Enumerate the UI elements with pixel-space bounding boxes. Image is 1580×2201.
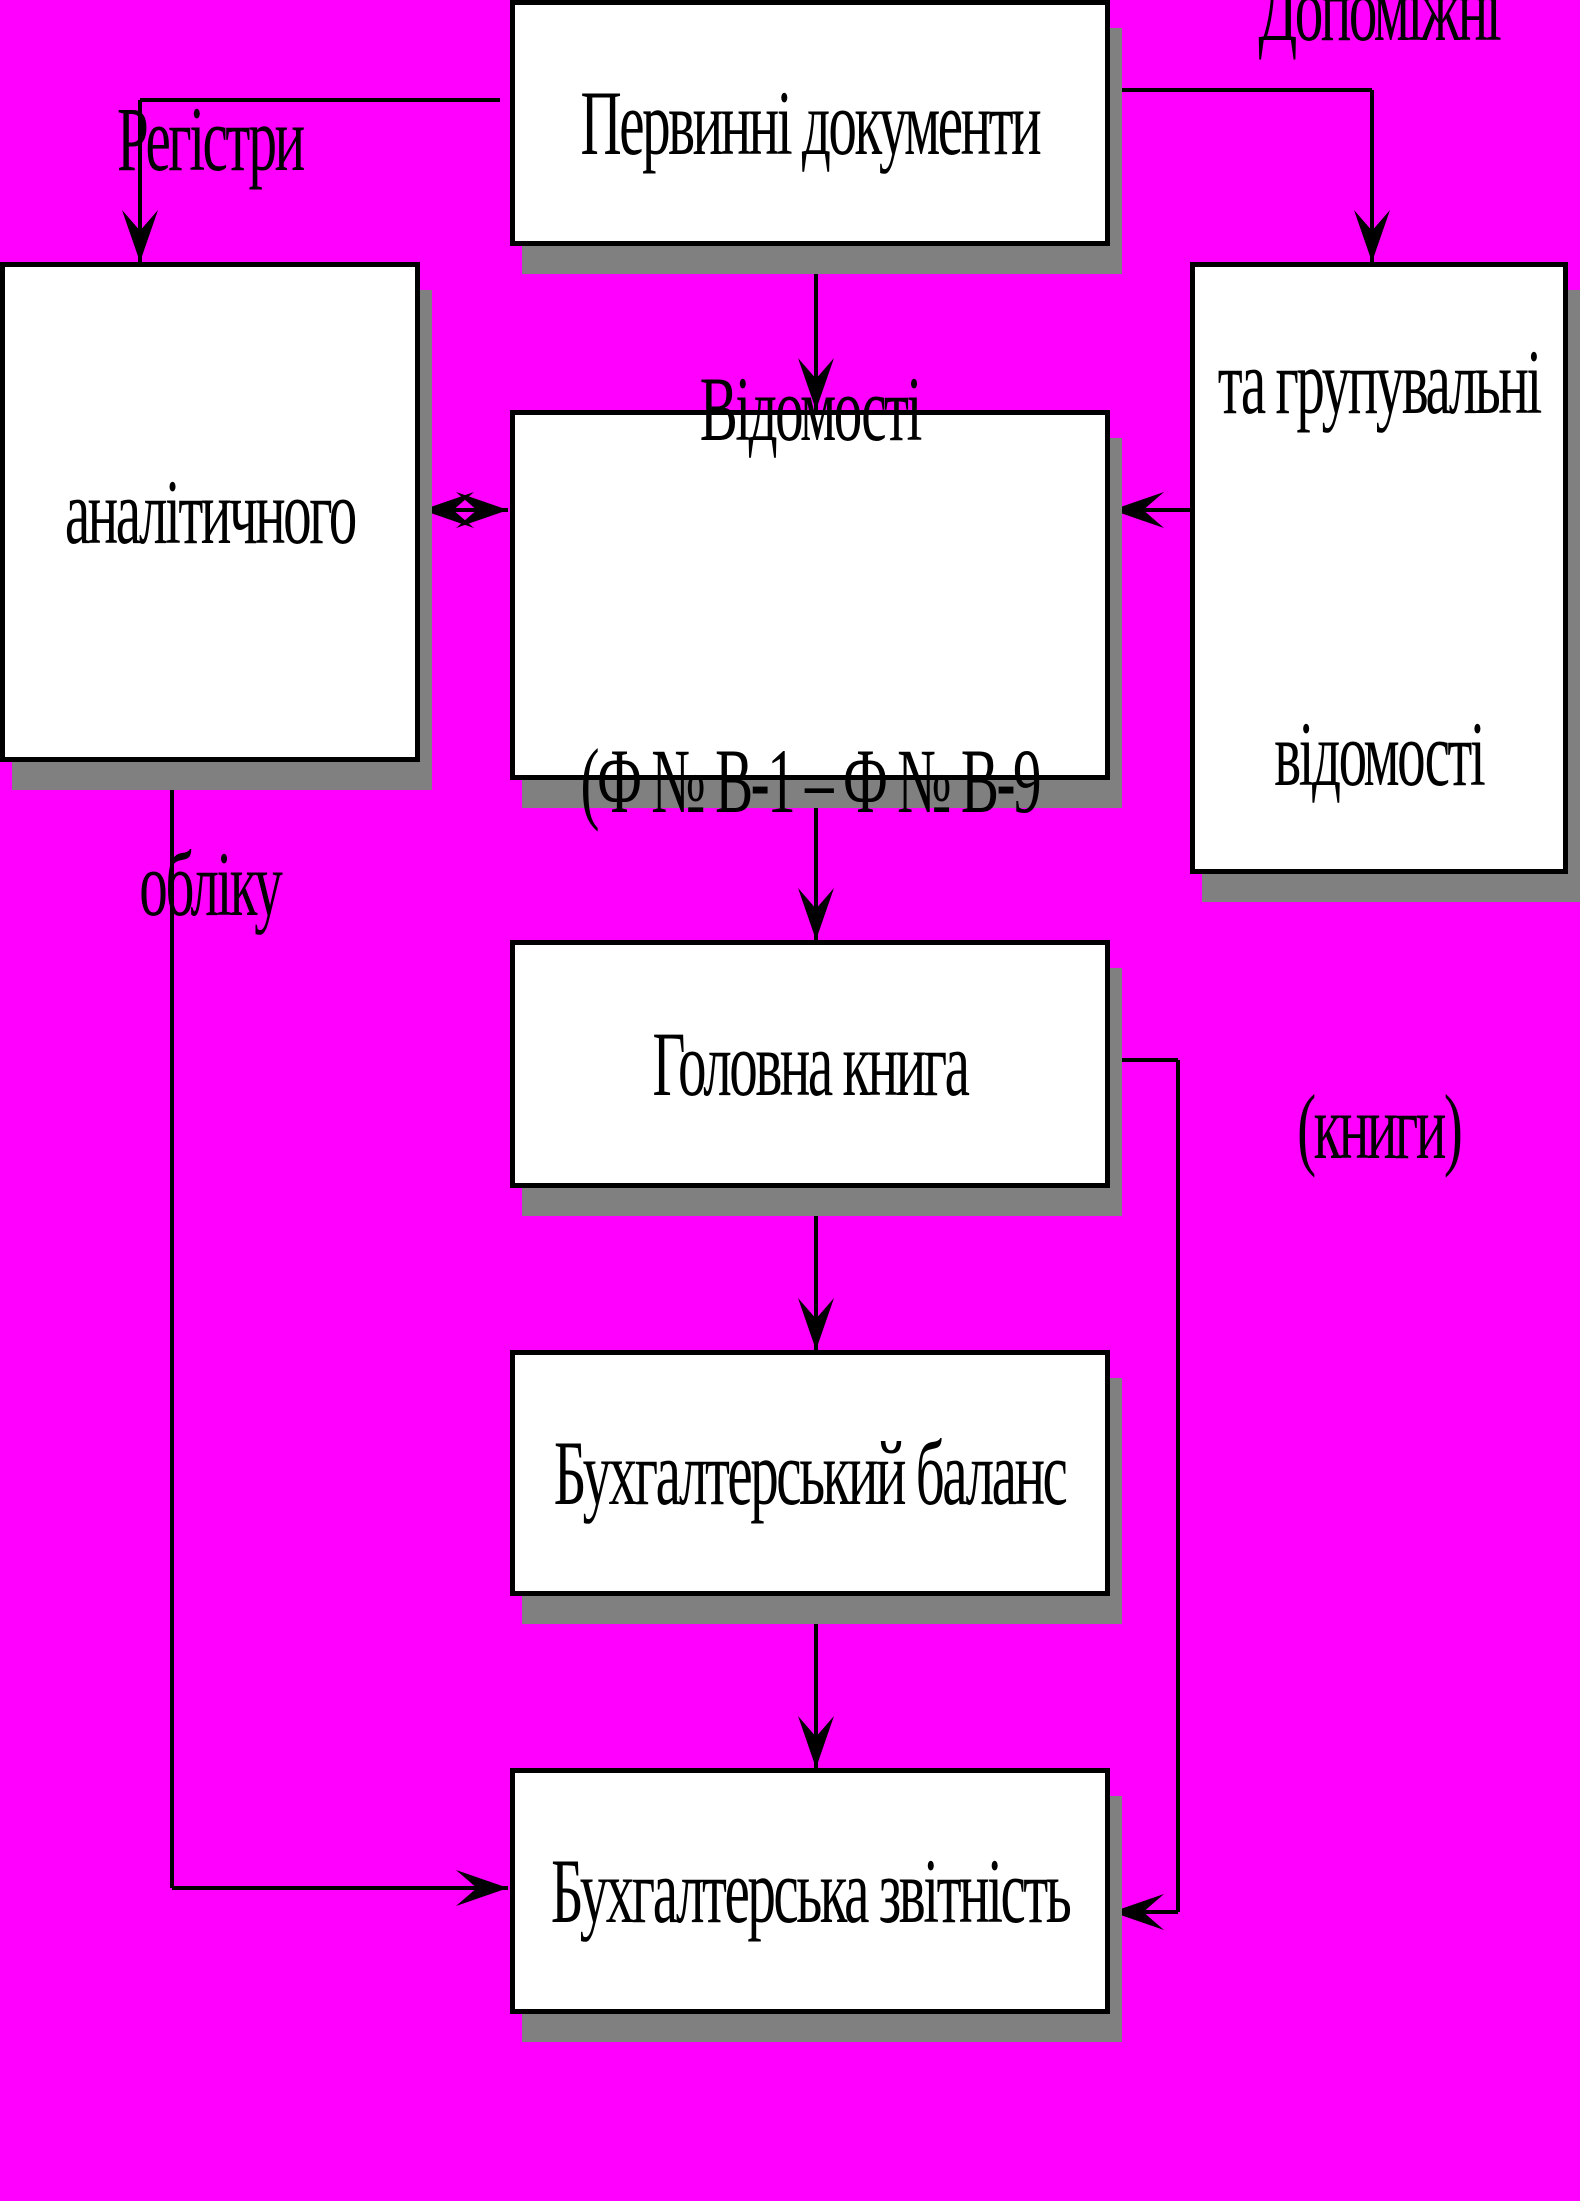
arrowhead bbox=[798, 358, 834, 410]
node-general-ledger-label: Головна книга bbox=[652, 754, 969, 1375]
node-line: (Ф № В-1 – Ф № В-9 bbox=[580, 730, 1042, 833]
node-line: обліку bbox=[139, 833, 283, 936]
node-line: Допоміжні bbox=[1258, 0, 1502, 61]
arrowhead bbox=[122, 210, 158, 262]
arrowhead bbox=[798, 1716, 834, 1768]
node-analytical-registers: Регістри аналітичного обліку bbox=[0, 88, 420, 935]
node-balance-sheet-label: Бухгалтерський баланс bbox=[554, 1163, 1068, 1784]
node-line: Первинні документи bbox=[580, 71, 1042, 174]
arrowhead bbox=[1112, 1894, 1164, 1930]
node-primary-documents: Первинні документи bbox=[510, 0, 1110, 246]
node-line: Бухгалтерська звітність bbox=[550, 1839, 1072, 1942]
node-line: Бухгалтерський баланс bbox=[554, 1421, 1068, 1524]
arrowhead bbox=[1112, 492, 1164, 528]
node-line: Відомості bbox=[699, 357, 923, 460]
arrowhead bbox=[456, 1870, 508, 1906]
arrowhead bbox=[798, 888, 834, 940]
node-statements: Відомості (Ф № В-1 – Ф № В-9 bbox=[510, 358, 1110, 832]
diagram-canvas: Первинні документи Регістри аналітичного… bbox=[0, 0, 1568, 2014]
node-balance-sheet: Бухгалтерський баланс bbox=[510, 1350, 1110, 1596]
node-auxiliary-statements: Допоміжні та групувальні відомості (книг… bbox=[1190, 0, 1568, 1178]
arrowhead bbox=[422, 492, 474, 528]
node-auxiliary-statements-label: Допоміжні та групувальні відомості (книг… bbox=[1217, 0, 1543, 1437]
node-analytical-registers-label: Регістри аналітичного обліку bbox=[65, 0, 357, 1195]
node-line: Головна книга bbox=[652, 1012, 969, 1115]
arrowhead bbox=[798, 1298, 834, 1350]
connectors-layer bbox=[122, 88, 1390, 1930]
arrowhead bbox=[1354, 210, 1390, 262]
node-line: відомості bbox=[1274, 703, 1486, 806]
arrowhead bbox=[456, 492, 508, 528]
node-financial-reporting-label: Бухгалтерська звітність bbox=[550, 1581, 1072, 2201]
node-general-ledger: Головна книга bbox=[510, 940, 1110, 1188]
node-line: та групувальні bbox=[1217, 330, 1543, 433]
node-statements-label: Відомості (Ф № В-1 – Ф № В-9 bbox=[580, 98, 1042, 1092]
node-primary-documents-label: Первинні документи bbox=[580, 0, 1042, 433]
node-financial-reporting: Бухгалтерська звітність bbox=[510, 1768, 1110, 2014]
node-line: аналітичного bbox=[65, 460, 357, 563]
node-line: (книги) bbox=[1297, 1075, 1463, 1178]
node-line: Регістри bbox=[117, 88, 305, 191]
